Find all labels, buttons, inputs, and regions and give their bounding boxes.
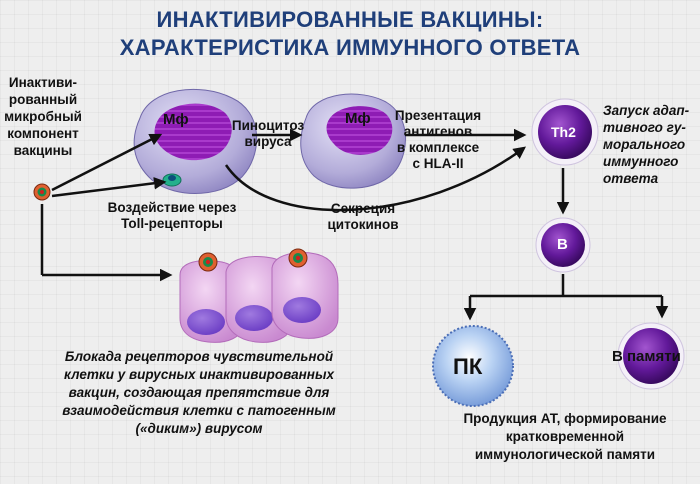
- th2-label: Th2: [551, 124, 576, 140]
- macrophage-2: [300, 93, 406, 189]
- vaccine-component-label: Инактиви- рованный микробный компонент в…: [4, 75, 82, 158]
- arrow-to-toll: [51, 177, 167, 198]
- memory-cell-label: В памяти: [612, 348, 681, 365]
- antibody-production-label: Продукция АТ, формирование кратковременн…: [463, 411, 667, 462]
- th2-cell: [531, 98, 599, 166]
- memory-b-cell: [617, 322, 685, 390]
- cytokines-label: Секреция цитокинов: [327, 201, 399, 232]
- page-title: ИНАКТИВИРОВАННЫЕ ВАКЦИНЫ: ХАРАКТЕРИСТИКА…: [0, 6, 700, 62]
- humoral-response-label: Запуск адап- тивного гу- морального имму…: [603, 103, 690, 186]
- macrophage-1: [133, 88, 258, 194]
- b-cell-label: B: [557, 236, 568, 253]
- title-line-2: ХАРАКТЕРИСТИКА ИММУННОГО ОТВЕТА: [119, 35, 581, 60]
- arrow-cytokines: [224, 146, 527, 212]
- virus-on-cell-2: [288, 248, 308, 268]
- virus-icon: [33, 183, 51, 201]
- title-line-1: ИНАКТИВИРОВАННЫЕ ВАКЦИНЫ:: [156, 7, 544, 32]
- presentation-label: Презентация антигенов в комплексе с HLA-…: [394, 108, 482, 171]
- plasma-cell-label: ПК: [453, 354, 483, 379]
- blockade-description: Блокада рецепторов чувствительной клетки…: [62, 349, 336, 436]
- virus-on-cell-1: [198, 252, 218, 272]
- plasma-cell: [432, 325, 514, 407]
- macrophage-1-label: Мф: [163, 111, 189, 128]
- toll-receptors-label: Воздействие через Toll-рецепторы: [107, 200, 237, 231]
- arrow-to-macrophage: [51, 133, 163, 192]
- arrows: [40, 128, 669, 321]
- macrophage-2-label: Мф: [345, 110, 371, 127]
- pinocytosis-label: Пиноцитоз вируса: [231, 118, 305, 149]
- b-cell: [535, 217, 591, 273]
- toll-receptor-virus: [162, 173, 182, 187]
